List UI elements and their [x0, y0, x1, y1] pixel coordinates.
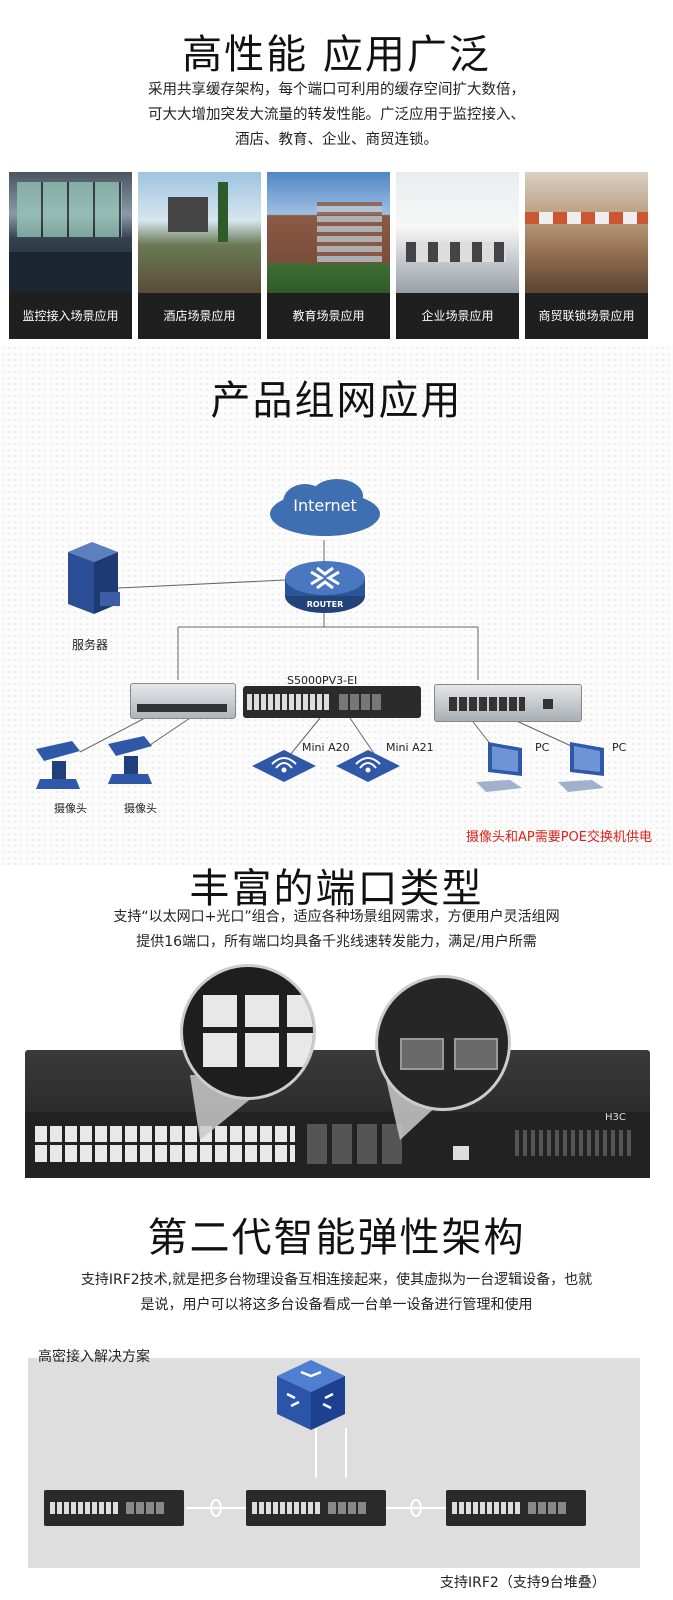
main-switch-label: S5000PV3-EI [287, 674, 358, 687]
server-label: 服务器 [72, 638, 109, 652]
pc-icon [476, 742, 522, 792]
internet-cloud-icon [270, 479, 380, 536]
stack-switch-3 [446, 1490, 586, 1526]
pc-icon [558, 742, 604, 792]
rj45-zoom-circle [180, 964, 316, 1100]
stack-switch-1 [44, 1490, 184, 1526]
switch-product-photo: H3C [25, 1050, 650, 1178]
pc-label-2: PC [612, 741, 627, 754]
ap-label-1: Mini A20 [302, 741, 350, 754]
access-point-icon [336, 750, 400, 782]
enterprise-photo [396, 172, 519, 293]
section1-description: 采用共享缓存架构，每个端口可利用的缓存空间扩大数倍， 可大大增加突发大流量的转发… [148, 82, 525, 148]
ap-label-2: Mini A21 [386, 741, 434, 754]
irf-footer-note: 支持IRF2（支持9台堆叠） [440, 1575, 606, 1591]
access-point-icon [252, 750, 316, 782]
section1-title: 高性能 应用广泛 [182, 32, 491, 78]
poe-note: 摄像头和AP需要POE交换机供电 [465, 830, 652, 845]
section3-description: 支持“以太网口+光口”组合，适应各种场景组网需求，方便用户灵活组网 提供16端口… [113, 909, 560, 950]
right-poe-switch [434, 684, 582, 722]
monitoring-photo [9, 172, 132, 293]
left-poe-switch [130, 683, 236, 719]
internet-label: Internet [293, 496, 357, 515]
section4-title: 第二代智能弹性架构 [147, 1215, 526, 1261]
stack-switch-2 [246, 1490, 386, 1526]
section3-title: 丰富的端口类型 [189, 866, 484, 912]
scene-card-hotel: 酒店场景应用 [138, 172, 261, 339]
hotel-photo [138, 172, 261, 293]
sfp-zoom-circle [375, 975, 511, 1111]
virtual-switch-icon [277, 1360, 345, 1430]
network-links [79, 540, 581, 756]
scene-card-education: 教育场景应用 [267, 172, 390, 339]
scene-card-retail: 商贸联锁场景应用 [525, 172, 648, 339]
camera-icon [108, 736, 152, 784]
camera-label-2: 摄像头 [124, 802, 157, 815]
camera-icon [36, 741, 80, 789]
scene-card-monitoring: 监控接入场景应用 [9, 172, 132, 339]
education-photo [267, 172, 390, 293]
irf-box-title: 高密接入解决方案 [38, 1349, 150, 1365]
section2-title: 产品组网应用 [210, 378, 463, 424]
camera-label-1: 摄像头 [54, 802, 87, 815]
main-switch [243, 686, 421, 718]
router-icon [285, 561, 365, 613]
irf-links [186, 1428, 446, 1517]
pc-label-1: PC [535, 741, 550, 754]
section4-description: 支持IRF2技术,就是把多台物理设备互相连接起来，使其虚拟为一台逻辑设备，也就 … [80, 1272, 593, 1313]
scene-card-enterprise: 企业场景应用 [396, 172, 519, 339]
router-label: ROUTER [306, 600, 344, 609]
brand-logo: H3C [605, 1112, 626, 1123]
server-icon [68, 542, 120, 614]
retail-photo [525, 172, 648, 293]
